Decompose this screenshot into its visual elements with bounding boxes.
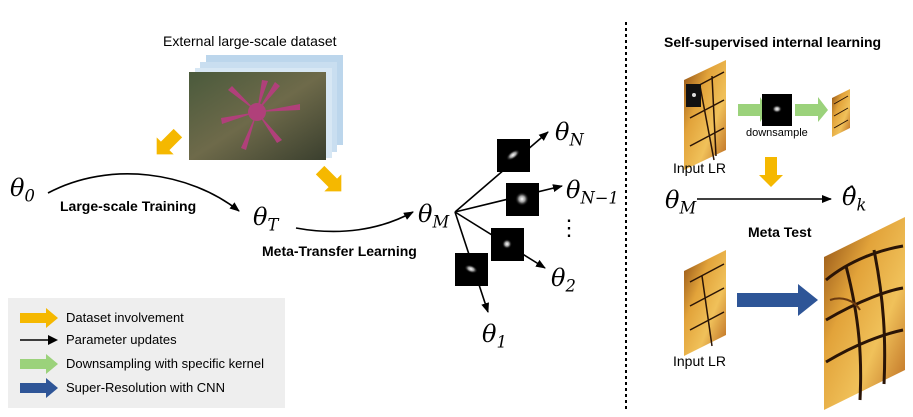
legend-label: Downsampling with specific kernel — [66, 356, 264, 371]
kernel-images — [455, 139, 539, 286]
downsampled-lr-image — [832, 89, 850, 137]
large-scale-training-label: Large-scale Training — [60, 198, 197, 214]
legend-label: Dataset involvement — [66, 310, 184, 325]
blue-sr-arrow — [737, 284, 818, 316]
meta-transfer-learning-label: Meta-Transfer Learning — [262, 243, 417, 259]
input-lr-top-image — [684, 60, 726, 170]
dataset-title: External large-scale dataset — [163, 33, 337, 49]
theta-M-label: θM — [418, 200, 450, 232]
input-lr-top-label: Input LR — [673, 160, 726, 176]
theta-1-label: θ1 — [482, 320, 507, 352]
arrow-theta0-thetaT — [47, 173, 240, 212]
downsample-label: downsample — [746, 127, 808, 139]
theta-hat-k-label: θ̂k — [842, 183, 867, 215]
legend-label: Super-Resolution with CNN — [66, 380, 225, 395]
yellow-arrow-left — [156, 128, 183, 155]
dataset-image-stack — [189, 55, 343, 160]
theta-T-label: θT — [253, 203, 279, 235]
blue-arrow-icon — [20, 378, 58, 398]
dataset-involvement-arrows — [156, 128, 783, 192]
right-panel-title: Self-supervised internal learning — [664, 34, 882, 50]
theta-2-label: θ2 — [551, 264, 576, 296]
yellow-arrow-icon — [20, 308, 58, 328]
input-lr-bottom-label: Input LR — [673, 353, 726, 369]
meta-test-label: Meta Test — [748, 224, 812, 240]
arrow-thetaT-thetaM — [295, 211, 414, 233]
super-resolved-image — [824, 217, 905, 410]
theta-N-label: θN — [555, 118, 584, 150]
legend: Dataset involvement Parameter updates Do… — [8, 298, 285, 408]
right-theta-M-label: θM — [665, 186, 697, 218]
theta-N-minus-1-label: θN−1 — [566, 176, 619, 208]
legend-label: Parameter updates — [66, 332, 177, 347]
black-arrow-icon — [20, 335, 58, 345]
ellipsis-dots: ⋮ — [558, 216, 580, 241]
yellow-arrow-right — [315, 165, 342, 192]
yellow-arrow-meta-test — [759, 157, 783, 187]
green-downsample-arrow — [738, 97, 828, 122]
green-arrow-icon — [20, 354, 58, 374]
starfish-icon — [221, 80, 300, 150]
theta-0-label: θ0 — [10, 174, 35, 206]
input-lr-bottom-image — [684, 250, 726, 356]
